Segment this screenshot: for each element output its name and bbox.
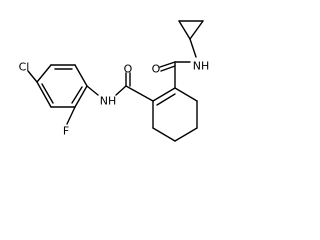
bond-c-n: [86, 85, 99, 96]
double-bond-inner: [41, 83, 54, 104]
bond-c-f: [66, 106, 76, 125]
bond: [156, 93, 176, 106]
chlorine-label: Cl: [19, 61, 30, 74]
bond: [36, 64, 52, 83]
carbonyl-bond: [159, 61, 176, 68]
bond: [174, 127, 198, 142]
amide-nitrogen-right-label: NH: [193, 60, 210, 73]
bond: [152, 87, 176, 102]
cyclohexene-ring: [125, 85, 198, 142]
double-bond-inner: [71, 86, 83, 104]
amide-oxygen-left-label: O: [124, 63, 133, 76]
amide-oxygen-right-label: O: [152, 63, 161, 76]
benzene-ring: [36, 64, 88, 108]
cyclopropyl-ring: [178, 20, 204, 40]
fluorine-label: F: [63, 125, 69, 138]
bond: [189, 38, 197, 58]
bond: [174, 87, 198, 102]
molecule-diagram: Cl F NH O O NH: [19, 20, 210, 142]
bond: [152, 127, 176, 142]
bond: [74, 85, 88, 108]
bond-n-c: [115, 85, 127, 96]
carbonyl-bond: [160, 65, 176, 72]
bond: [178, 20, 191, 40]
bond: [74, 64, 88, 87]
bond-c-cl: [27, 70, 38, 83]
bond: [189, 20, 204, 40]
amide-nitrogen-left-label: NH: [100, 95, 117, 108]
bond: [125, 85, 154, 102]
bond: [36, 81, 52, 108]
